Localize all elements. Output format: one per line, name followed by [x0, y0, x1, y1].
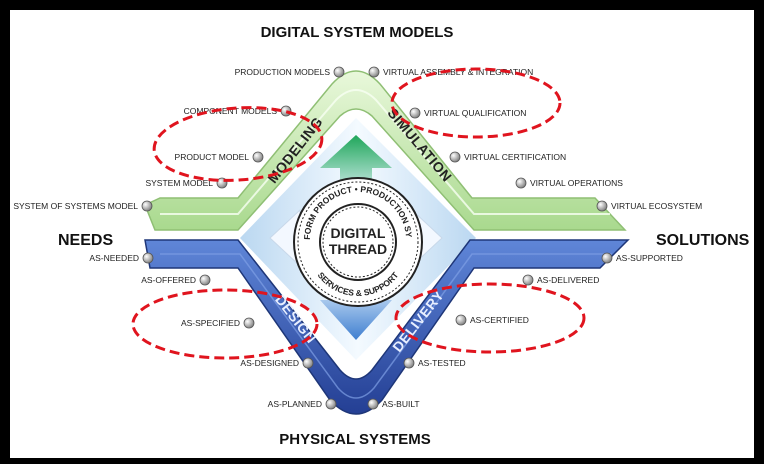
node-label: SYSTEM MODEL [145, 178, 213, 188]
node-dot [333, 66, 345, 78]
node-dot [515, 177, 527, 189]
diagram-frame: DIGITAL THREAD PLATFORM PRODUCT • PRODUC… [10, 10, 754, 458]
node-dot [522, 274, 534, 286]
node-label: AS-BUILT [382, 399, 420, 409]
node-dot [280, 105, 292, 117]
node-dot [243, 317, 255, 329]
node-dot [142, 252, 154, 264]
header-left: NEEDS [58, 232, 113, 249]
highlight-product-model [152, 106, 324, 182]
node-label: AS-DESIGNED [240, 358, 299, 368]
arrow-up-green [320, 135, 392, 200]
highlight-as-specified [131, 288, 319, 360]
node-label: VIRTUAL QUALIFICATION [424, 108, 526, 118]
node-dot [325, 398, 337, 410]
node-dot [596, 200, 608, 212]
node-label: VIRTUAL ECOSYSTEM [611, 201, 702, 211]
node-label: AS-DELIVERED [537, 275, 599, 285]
node-dot [141, 200, 153, 212]
header-bottom: PHYSICAL SYSTEMS [279, 431, 430, 448]
node-dot [368, 66, 380, 78]
hub-title-line2: THREAD [329, 241, 387, 257]
node-label: AS-NEEDED [89, 253, 139, 263]
node-dot [252, 151, 264, 163]
node-label: SYSTEM OF SYSTEMS MODEL [13, 201, 138, 211]
arrow-down-blue [320, 275, 392, 340]
node-label: AS-TESTED [418, 358, 466, 368]
node-label: AS-PLANNED [268, 399, 322, 409]
node-label: COMPONENT MODELS [184, 106, 278, 116]
node-label: AS-SPECIFIED [181, 318, 240, 328]
hub-title-line1: DIGITAL [331, 225, 386, 241]
node-label: PRODUCT MODEL [175, 152, 250, 162]
node-dot [403, 357, 415, 369]
highlight-virtual-qualification [390, 67, 562, 139]
node-dot [601, 252, 613, 264]
node-dot [367, 398, 379, 410]
digital-thread-diagram: DIGITAL THREAD PLATFORM PRODUCT • PRODUC… [10, 10, 750, 448]
node-layer: PRODUCTION MODELS COMPONENT MODELS PRODUCT… [13, 66, 702, 410]
node-label: AS-SUPPORTED [616, 253, 683, 263]
node-label: VIRTUAL OPERATIONS [530, 178, 623, 188]
highlight-ellipses [131, 67, 586, 360]
node-label: VIRTUAL ASSEMBLY & INTEGRATION [383, 67, 533, 77]
node-dot [199, 274, 211, 286]
header-right: SOLUTIONS [656, 232, 750, 249]
node-label: PRODUCTION MODELS [235, 67, 331, 77]
node-dot [409, 107, 421, 119]
node-dot [302, 357, 314, 369]
header-top: DIGITAL SYSTEM MODELS [261, 24, 454, 41]
node-label: VIRTUAL CERTIFICATION [464, 152, 566, 162]
node-label: AS-CERTIFIED [470, 315, 529, 325]
blue-band-lower [144, 239, 630, 415]
node-label: AS-OFFERED [141, 275, 196, 285]
highlight-as-certified [394, 282, 586, 354]
node-dot [455, 314, 467, 326]
node-dot [449, 151, 461, 163]
